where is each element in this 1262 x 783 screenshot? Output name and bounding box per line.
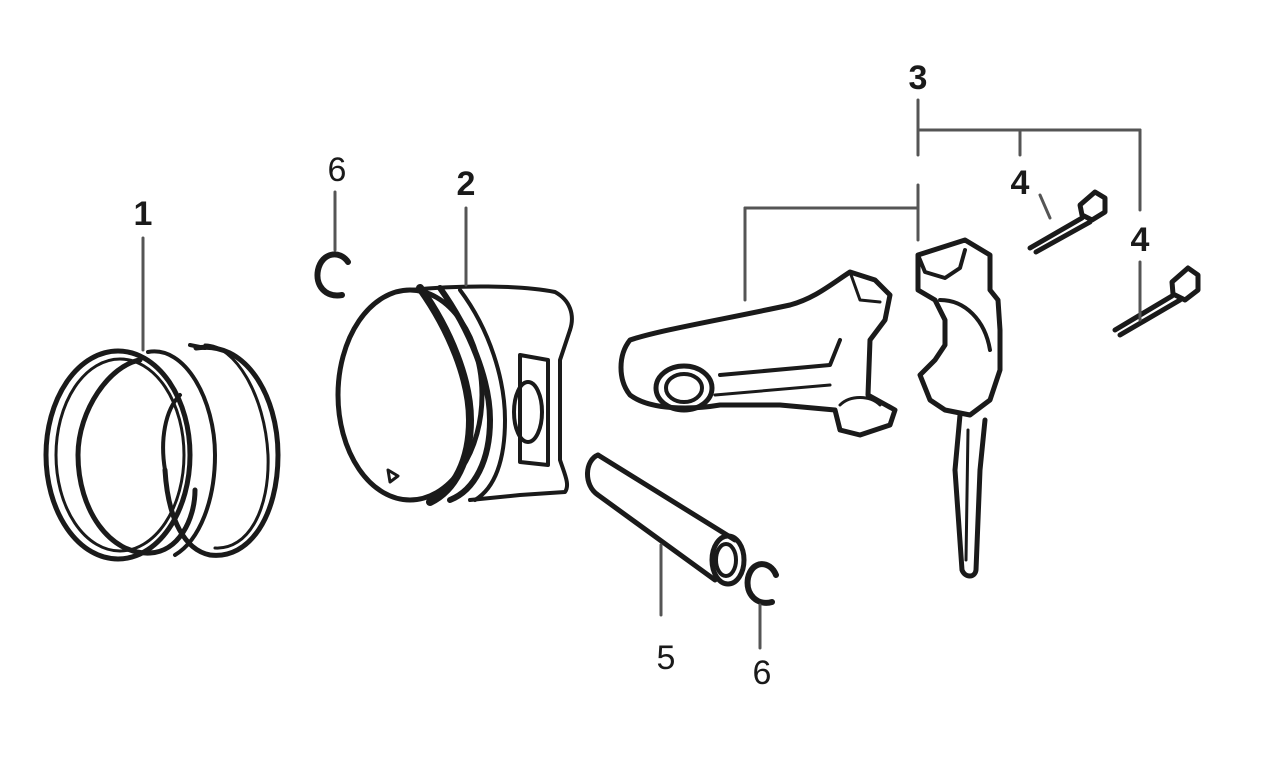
callout-6-lower: 6 xyxy=(752,654,772,692)
callout-2: 2 xyxy=(456,165,476,203)
bolt-upper xyxy=(1027,189,1108,255)
callout-4-lower: 4 xyxy=(1130,221,1150,259)
connecting-rod xyxy=(618,269,898,438)
callout-6-upper: 6 xyxy=(327,151,347,189)
callout-1: 1 xyxy=(133,195,153,233)
piston xyxy=(335,284,574,506)
piston-pin xyxy=(585,452,747,587)
bolt-lower xyxy=(1112,265,1201,338)
circlip-upper xyxy=(314,251,351,299)
piston-ring-set xyxy=(43,343,281,562)
circlip-lower xyxy=(744,561,779,606)
callout-3: 3 xyxy=(908,59,928,97)
callout-5: 5 xyxy=(656,639,676,677)
rod-cap-with-dipper xyxy=(915,237,1003,579)
leader-lines xyxy=(141,98,1142,650)
callout-4-upper: 4 xyxy=(1010,164,1030,202)
